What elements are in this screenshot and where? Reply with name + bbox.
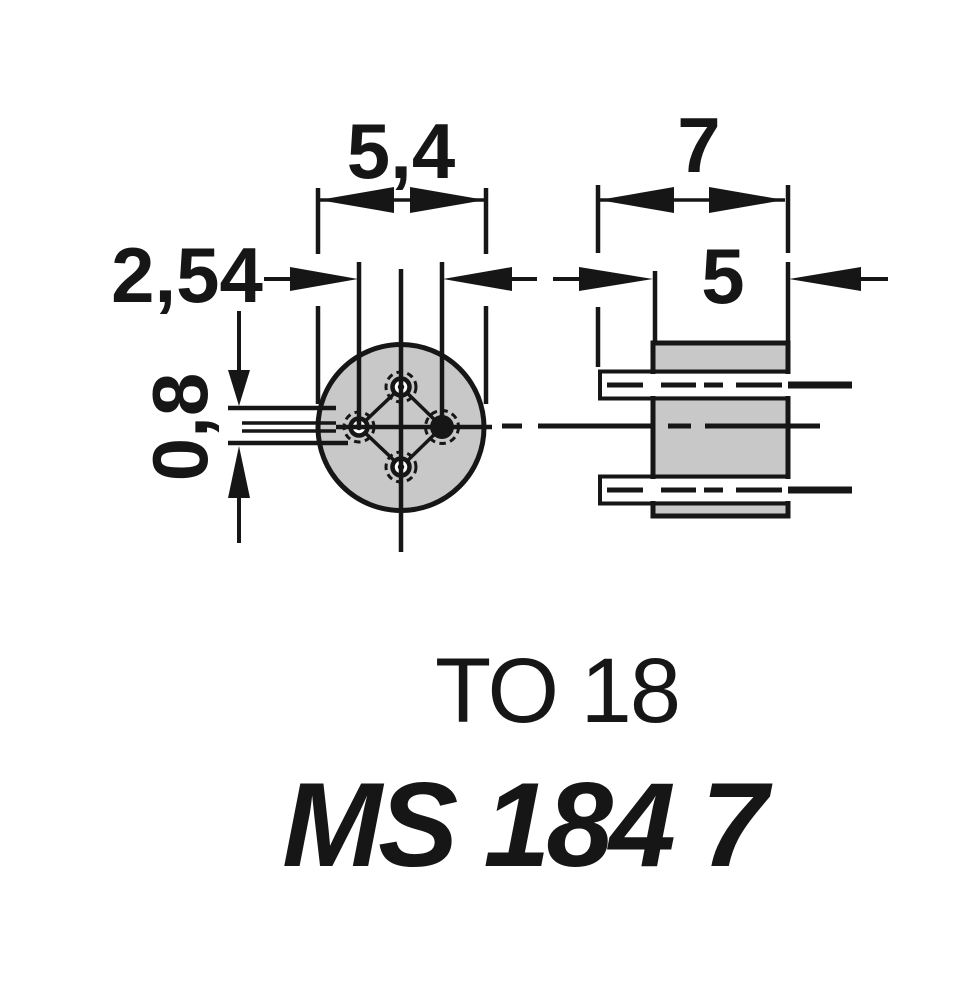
dimension-0-8 (228, 311, 348, 543)
dimension-5 (553, 267, 888, 291)
dimension-2-54 (264, 267, 537, 291)
dim-label-overall-depth: 7 (677, 101, 720, 189)
extension-lines-pin-spacing (356, 262, 445, 427)
dimension-5-4 (318, 187, 486, 213)
arrowhead-right-icon (410, 187, 485, 213)
pin-channel-top (598, 369, 852, 401)
dim-label-body-diameter: 5,4 (347, 107, 455, 195)
arrowhead-right-icon (709, 187, 784, 213)
dim-label-pin-width: 0,8 (136, 373, 224, 481)
arrowhead-left-icon (319, 187, 394, 213)
side-view (502, 185, 888, 519)
arrowhead-left-icon (443, 267, 512, 291)
arrowhead-left-icon (789, 267, 861, 291)
extension-lines-diameter (315, 188, 489, 404)
part-number-label: MS 184 7 (282, 758, 773, 892)
dimension-7 (598, 187, 785, 213)
pin-channel-bottom (598, 474, 852, 506)
dim-label-body-depth: 5 (701, 232, 744, 320)
arrowhead-down-icon (228, 370, 250, 406)
arrowhead-right-icon (579, 267, 653, 291)
package-type-label: TO 18 (435, 640, 679, 742)
dim-label-pin-spacing: 2,54 (111, 231, 263, 319)
extension-lines-depth (595, 185, 791, 367)
arrowhead-right-icon (290, 267, 358, 291)
arrowhead-left-icon (599, 187, 674, 213)
arrowhead-up-icon (228, 446, 250, 498)
top-view (228, 187, 537, 552)
